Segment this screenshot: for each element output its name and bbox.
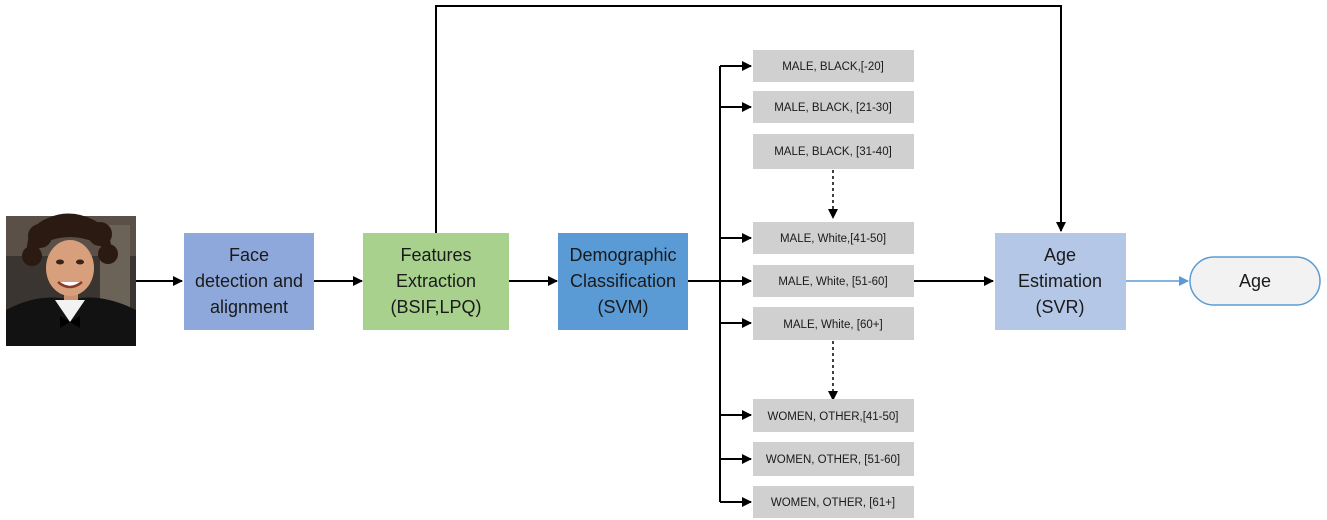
arrow-features-to-age-estimation xyxy=(435,5,1066,233)
age-estimation-line-1: Age xyxy=(1044,245,1076,265)
category-box: MALE, BLACK, [21-30] xyxy=(753,91,914,123)
category-label: WOMEN, OTHER,[41-50] xyxy=(768,411,899,423)
demographic-classification-box: Demographic Classification (SVM) xyxy=(558,233,688,330)
age-estimation-line-3: (SVR) xyxy=(1036,297,1085,317)
features-extraction-line-1: Features xyxy=(400,245,471,265)
category-label: MALE, White, [60+] xyxy=(783,319,882,331)
category-box: MALE, White, [51-60] xyxy=(753,265,914,297)
features-extraction-line-2: Extraction xyxy=(396,271,476,291)
category-box: WOMEN, OTHER,[41-50] xyxy=(753,399,914,432)
features-extraction-line-3: (BSIF,LPQ) xyxy=(390,297,481,317)
category-box: WOMEN, OTHER, [61+] xyxy=(753,486,914,518)
demographic-classification-line-1: Demographic xyxy=(569,245,676,265)
face-detection-box: Face detection and alignment xyxy=(184,233,314,330)
face-detection-line-2: detection and xyxy=(195,271,303,291)
connectors xyxy=(136,5,1189,507)
age-output-label: Age xyxy=(1239,271,1271,291)
category-label: MALE, BLACK, [31-40] xyxy=(774,146,892,158)
category-box: WOMEN, OTHER, [51-60] xyxy=(753,442,914,476)
features-extraction-box: Features Extraction (BSIF,LPQ) xyxy=(363,233,509,330)
demographic-classification-line-2: Classification xyxy=(570,271,676,291)
age-output-node: Age xyxy=(1189,256,1321,306)
demographic-classification-line-3: (SVM) xyxy=(598,297,649,317)
category-label: MALE, White,[41-50] xyxy=(780,233,886,245)
category-label: MALE, White, [51-60] xyxy=(778,276,887,288)
age-estimation-line-2: Estimation xyxy=(1018,271,1102,291)
category-label: MALE, BLACK,[-20] xyxy=(782,61,884,73)
input-face-photo xyxy=(6,213,136,346)
category-box: MALE, BLACK,[-20] xyxy=(753,50,914,82)
face-detection-line-1: Face xyxy=(229,245,269,265)
category-label: WOMEN, OTHER, [61+] xyxy=(771,497,895,509)
category-label: WOMEN, OTHER, [51-60] xyxy=(766,454,900,466)
face-detection-line-3: alignment xyxy=(210,297,288,317)
category-list: MALE, BLACK,[-20] MALE, BLACK, [21-30] M… xyxy=(753,50,914,518)
category-box: MALE, White, [60+] xyxy=(753,307,914,340)
category-label: MALE, BLACK, [21-30] xyxy=(774,102,892,114)
category-box: MALE, White,[41-50] xyxy=(753,222,914,254)
age-estimation-box: Age Estimation (SVR) xyxy=(995,233,1126,330)
category-box: MALE, BLACK, [31-40] xyxy=(753,134,914,169)
